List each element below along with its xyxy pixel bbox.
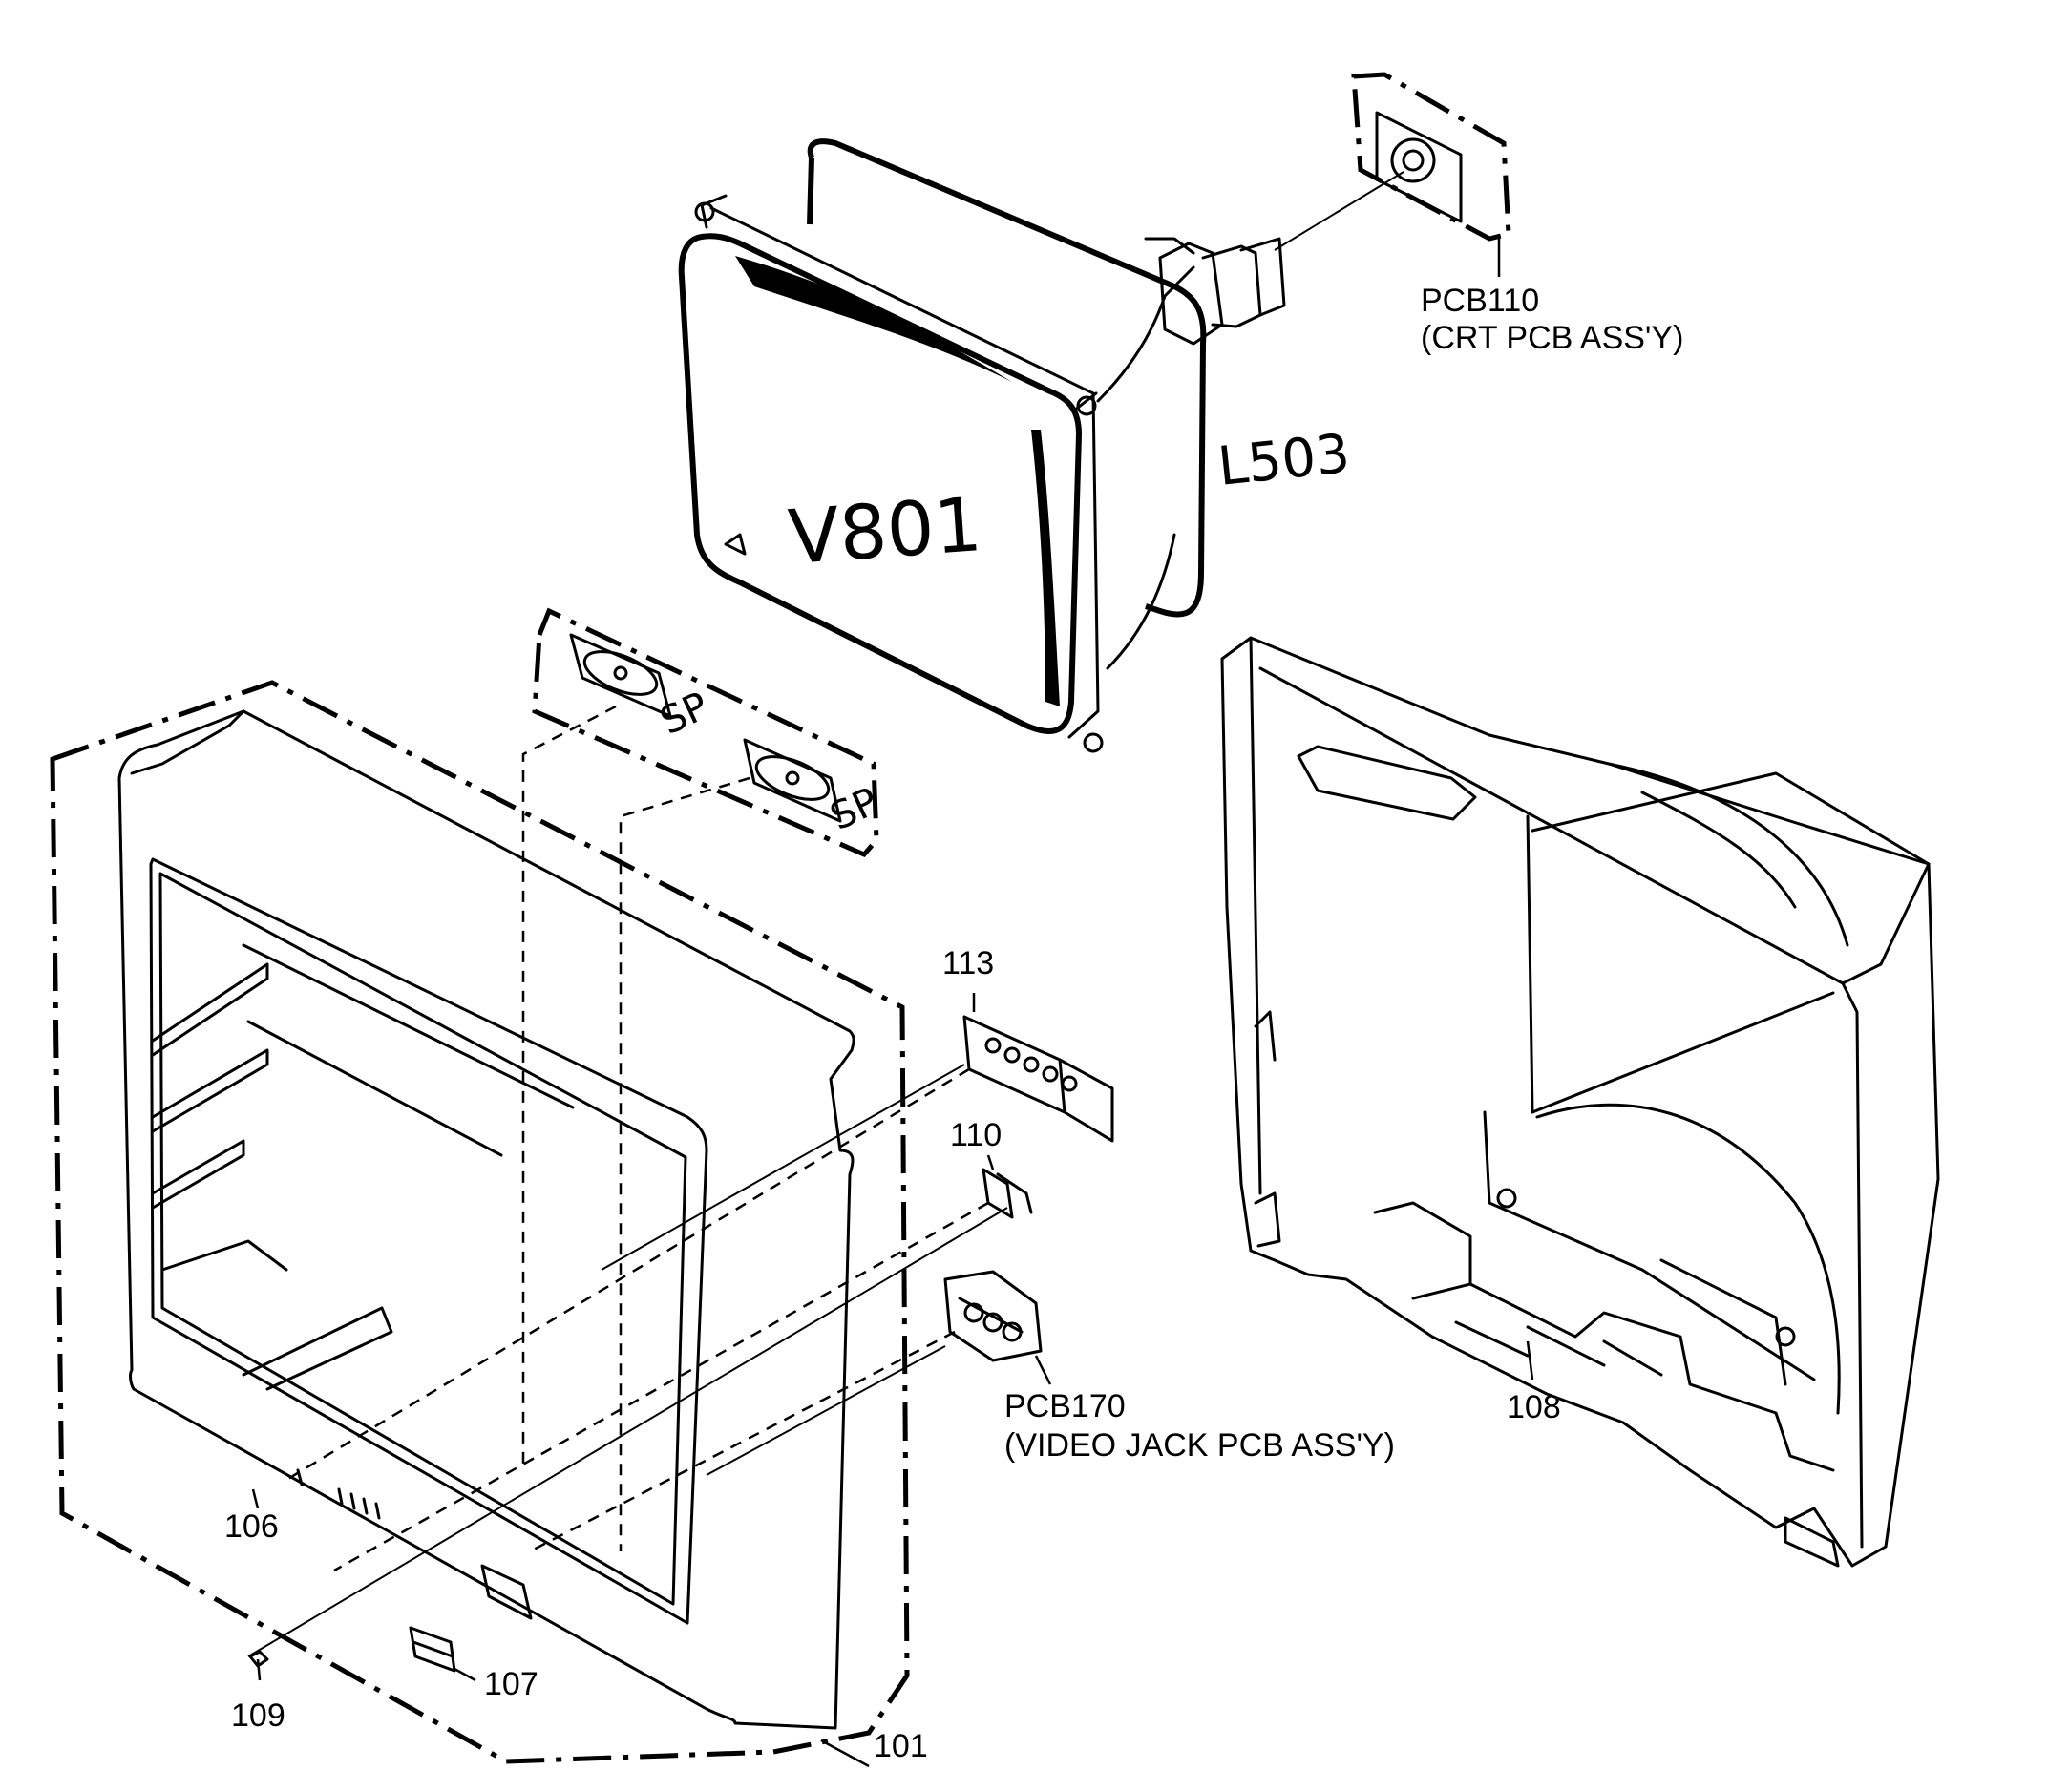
label-leaders: [251, 1340, 1534, 1768]
rear-cabinet: [1220, 636, 1940, 1568]
label-pcb170-desc: (VIDEO JACK PCB ASS'Y): [1004, 1427, 1395, 1464]
label-part-109: 109: [231, 1697, 285, 1734]
part-110-clip: [982, 1154, 1033, 1219]
label-part-108: 108: [1507, 1389, 1561, 1425]
label-part-113: 113: [942, 945, 994, 981]
assembly-lines: [247, 705, 1008, 1681]
speakers: [532, 607, 879, 858]
label-part-110: 110: [950, 1117, 1002, 1153]
label-l503: L503: [1215, 423, 1353, 498]
crt-picture-tube: [678, 171, 1404, 753]
part-113-connector: [962, 993, 1114, 1143]
video-jack-pcb: [943, 1270, 1052, 1385]
crt-pcb-assembly: [1351, 72, 1511, 277]
label-pcb170: PCB170: [1004, 1388, 1126, 1424]
label-part-107: 107: [484, 1666, 538, 1702]
label-pcb110: PCB110: [1421, 283, 1539, 319]
part-109-screw: [248, 1650, 269, 1668]
degaussing-coil: [807, 138, 1207, 618]
label-v801: V801: [786, 482, 984, 581]
front-cabinet: [50, 680, 910, 1764]
label-pcb110-desc: (CRT PCB ASS'Y): [1421, 320, 1683, 356]
label-part-106: 106: [224, 1508, 279, 1545]
label-part-101: 101: [874, 1728, 928, 1764]
